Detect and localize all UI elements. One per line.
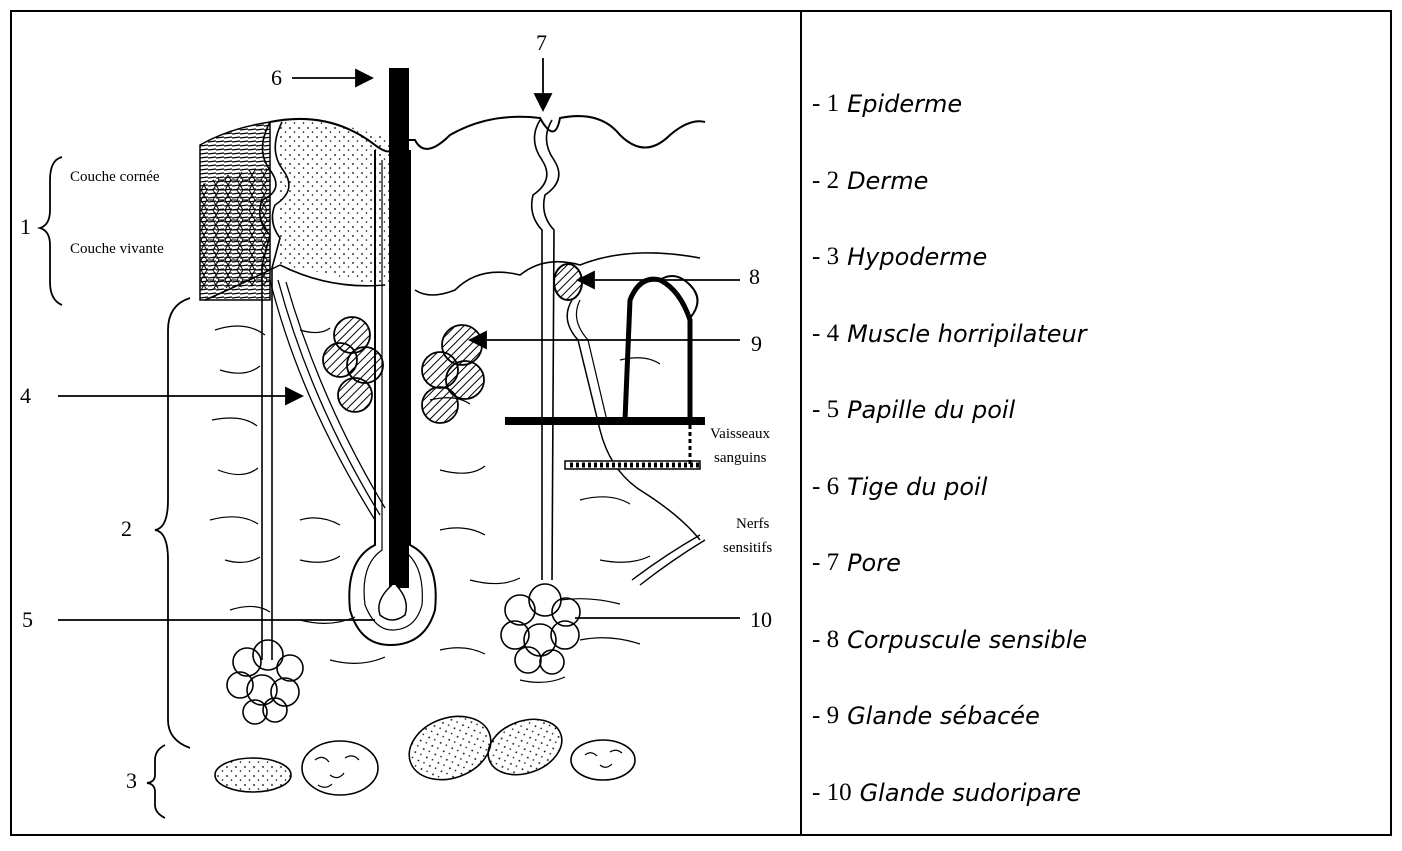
legend-item: - 2 Derme	[812, 163, 1372, 240]
legend-item: - 4 Muscle horripilateur	[812, 316, 1372, 393]
legend-name: Muscle horripilateur	[847, 316, 1087, 352]
legend-number: - 5	[812, 392, 839, 428]
legend-item: - 9 Glande sébacée	[812, 698, 1372, 775]
vaisseaux-label-line2: sanguins	[714, 450, 767, 466]
legend-item: - 7 Pore	[812, 545, 1372, 622]
epidermis	[200, 121, 390, 300]
label-10: 10	[750, 607, 772, 632]
legend-number: - 6	[812, 469, 839, 505]
legend-number: - 10	[812, 775, 852, 811]
label-7: 7	[536, 30, 547, 55]
label-5: 5	[22, 607, 33, 632]
label-6: 6	[271, 65, 282, 90]
legend-name: Corpuscule sensible	[847, 622, 1087, 658]
label-3: 3	[126, 768, 137, 793]
blood-vessels	[505, 276, 705, 469]
hair-shaft	[389, 68, 409, 588]
legend-item: - 8 Corpuscule sensible	[812, 622, 1372, 699]
legend-number: - 7	[812, 545, 839, 581]
label-9: 9	[751, 331, 762, 356]
legend-number: - 2	[812, 163, 839, 199]
label-8: 8	[749, 264, 760, 289]
legend-number: - 1	[812, 86, 839, 122]
legend-number: - 4	[812, 316, 839, 352]
legend-name: Hypoderme	[847, 239, 987, 275]
legend-number: - 3	[812, 239, 839, 275]
vaisseaux-label-line1: Vaisseaux	[710, 426, 770, 442]
label-2: 2	[121, 516, 132, 541]
legend-number: - 9	[812, 698, 839, 734]
nerfs-label-line1: Nerfs	[736, 516, 769, 532]
couche-cornee-label: Couche cornée	[70, 169, 160, 185]
sensory-nerves	[632, 535, 705, 585]
couche-vivante-label: Couche vivante	[70, 241, 164, 257]
legend-name: Epiderme	[847, 86, 962, 122]
legend-item: - 5 Papille du poil	[812, 392, 1372, 469]
legend-name: Pore	[847, 545, 901, 581]
legend-name: Glande sudoripare	[860, 775, 1082, 811]
label-4: 4	[20, 383, 31, 408]
hypodermis-fat	[215, 705, 635, 795]
legend-name: Papille du poil	[847, 392, 1015, 428]
label-1: 1	[20, 214, 31, 239]
legend-name: Glande sébacée	[847, 698, 1040, 734]
legend-number: - 8	[812, 622, 839, 658]
text-annotations: Couche cornée Couche vivante Vaisseaux s…	[70, 169, 772, 556]
legend-list: - 1 Epiderme - 2 Derme - 3 Hypoderme - 4 Mus…	[812, 86, 1372, 851]
legend-name: Tige du poil	[847, 469, 987, 505]
frame-divider	[800, 10, 802, 836]
legend-item: - 1 Epiderme	[812, 86, 1372, 163]
legend-item: - 3 Hypoderme	[812, 239, 1372, 316]
nerfs-label-line2: sensitifs	[723, 540, 772, 556]
skin-diagram: 1 2 3 4 5 6 7 8 9 10 Couche cornée Couch…	[0, 0, 800, 840]
legend-name: Derme	[847, 163, 928, 199]
legend-item: - 6 Tige du poil	[812, 469, 1372, 546]
sweat-gland-right	[501, 120, 580, 674]
